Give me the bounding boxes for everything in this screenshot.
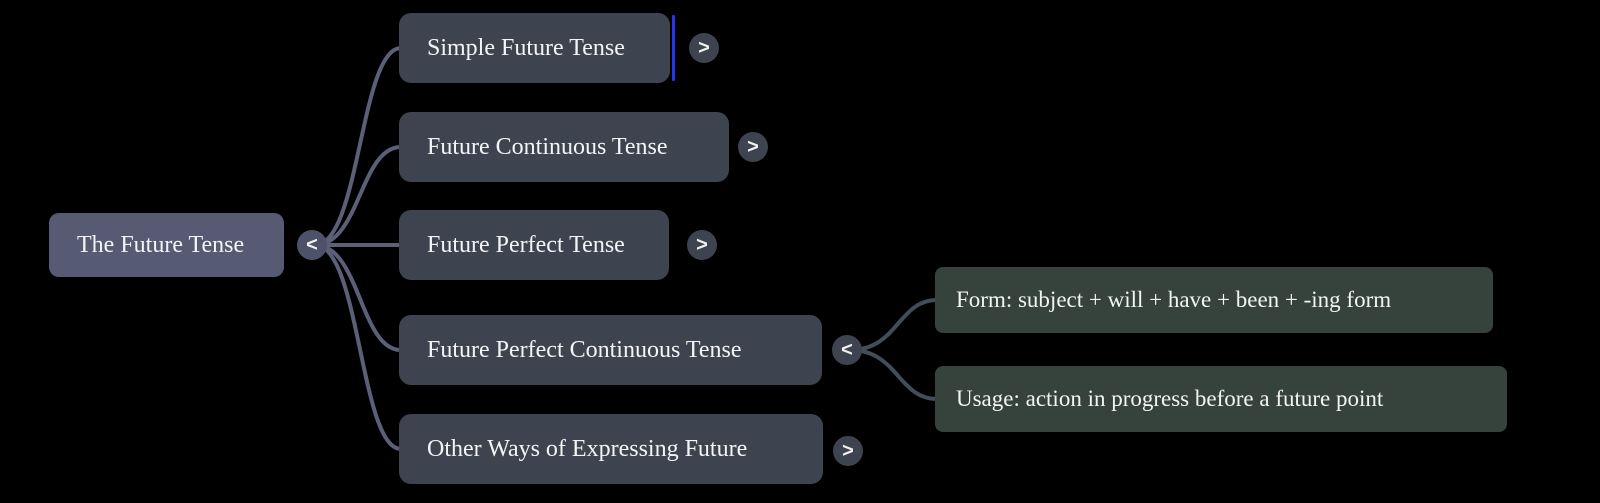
collapse-toggle-future-perfect-continuous-tense[interactable]: < [832, 335, 862, 365]
node-label: Future Perfect Continuous Tense [427, 336, 742, 363]
expand-toggle-other-ways[interactable]: > [833, 436, 863, 466]
node-the-future-tense[interactable]: The Future Tense [49, 213, 284, 277]
node-label: Simple Future Tense [427, 34, 625, 61]
connector-root-future-perfect-continuous [313, 243, 403, 352]
node-label: Usage: action in progress before a futur… [956, 386, 1384, 411]
connector-root-other-ways [313, 243, 403, 451]
node-label: Future Continuous Tense [427, 133, 668, 160]
node-label: Future Perfect Tense [427, 231, 625, 258]
chevron-right-icon: > [747, 135, 759, 158]
node-label: Other Ways of Expressing Future [427, 435, 748, 462]
node-other-ways-of-expressing-future[interactable]: Other Ways of Expressing Future [399, 414, 823, 484]
chevron-right-icon: > [696, 233, 708, 256]
level2-connectors [848, 298, 939, 401]
chevron-right-icon: > [698, 36, 710, 59]
node-future-continuous-tense[interactable]: Future Continuous Tense [399, 112, 729, 182]
connector-fpc-usage [848, 348, 939, 401]
chevron-left-icon: < [841, 338, 853, 361]
expand-toggle-future-perfect-tense[interactable]: > [687, 230, 717, 260]
node-label: The Future Tense [77, 231, 245, 258]
node-label: Form: subject + will + have + been + -in… [956, 287, 1392, 312]
expand-toggle-simple-future-tense[interactable]: > [689, 33, 719, 63]
expand-toggle-future-continuous-tense[interactable]: > [738, 132, 768, 162]
chevron-right-icon: > [842, 439, 854, 462]
collapse-toggle-root[interactable]: < [297, 230, 327, 260]
chevron-left-icon: < [306, 233, 318, 256]
connector-root-simple-future [313, 46, 403, 247]
node-future-perfect-tense[interactable]: Future Perfect Tense [399, 210, 669, 280]
level1-connectors [313, 46, 403, 451]
node-usage-detail[interactable]: Usage: action in progress before a futur… [935, 366, 1507, 432]
node-form-detail[interactable]: Form: subject + will + have + been + -in… [935, 267, 1493, 333]
connector-root-future-continuous [313, 145, 403, 247]
selection-caret [672, 15, 675, 81]
connector-fpc-form [848, 298, 939, 352]
node-simple-future-tense[interactable]: Simple Future Tense [399, 13, 670, 83]
node-future-perfect-continuous-tense[interactable]: Future Perfect Continuous Tense [399, 315, 822, 385]
